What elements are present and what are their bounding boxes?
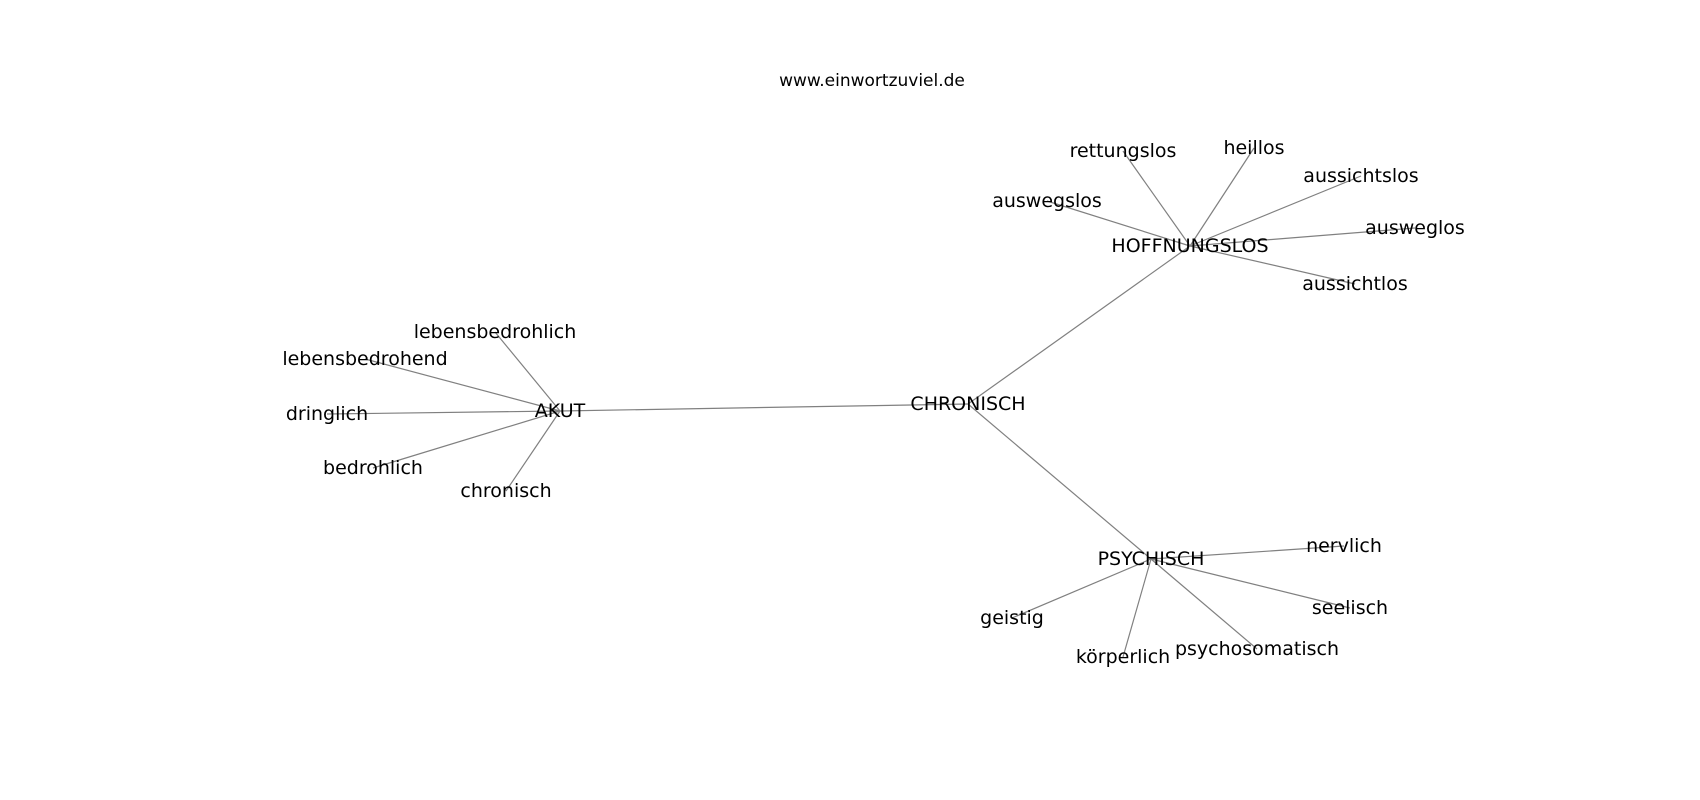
node-akut: AKUT [535, 400, 586, 422]
edge-hoffnungslos-ausweglos [1189, 227, 1416, 247]
node-lebensbedrohend: lebensbedrohend [282, 348, 447, 370]
node-rettungslos: rettungslos [1070, 140, 1177, 162]
node-nervlich: nervlich [1306, 535, 1382, 557]
site-url-label: www.einwortzuviel.de [779, 71, 965, 91]
edge-hoffnungslos-heillos [1189, 147, 1255, 247]
edge-akut-bedrohlich [372, 410, 561, 469]
edge-chronisch-psychisch [967, 403, 1152, 560]
edge-hoffnungslos-auswegslos [1046, 200, 1191, 247]
edge-psychisch-koerperlich [1122, 558, 1152, 658]
node-chronisch: CHRONISCH [910, 393, 1025, 415]
edge-hoffnungslos-aussichtslos [1189, 175, 1362, 247]
edge-chronisch-akut [559, 403, 969, 412]
node-aussichtslos: aussichtslos [1303, 165, 1418, 187]
node-hoffnungslos: HOFFNUNGSLOS [1111, 235, 1268, 257]
edge-akut-chronisch [505, 410, 561, 492]
edge-hoffnungslos-rettungslos [1122, 150, 1191, 247]
edge-psychisch-geistig [1011, 558, 1152, 619]
node-heillos: heillos [1223, 137, 1284, 159]
node-auswegslos: auswegslos [992, 190, 1102, 212]
node-geistig: geistig [980, 607, 1044, 629]
edge-psychisch-nervlich [1150, 545, 1345, 560]
node-lebensbedrohlich: lebensbedrohlich [414, 321, 577, 343]
node-dringlich: dringlich [286, 403, 368, 425]
node-psychisch: PSYCHISCH [1098, 548, 1205, 570]
edge-hoffnungslos-aussichtlos [1189, 245, 1356, 285]
node-koerperlich: körperlich [1076, 646, 1170, 668]
edge-akut-lebensbedrohlich [494, 331, 561, 412]
node-ausweglos: ausweglos [1365, 217, 1465, 239]
node-aussichtlos: aussichtlos [1302, 273, 1408, 295]
node-bedrohlich: bedrohlich [323, 457, 423, 479]
node-seelisch: seelisch [1312, 597, 1388, 619]
edge-psychisch-psychosomatisch [1150, 558, 1258, 650]
edge-akut-dringlich [326, 410, 561, 415]
node-chronisch: chronisch [460, 480, 551, 502]
edge-akut-lebensbedrohend [364, 358, 561, 412]
edge-chronisch-hoffnungslos [967, 245, 1191, 405]
edge-psychisch-seelisch [1150, 558, 1351, 609]
node-psychosomatisch: psychosomatisch [1175, 638, 1339, 660]
